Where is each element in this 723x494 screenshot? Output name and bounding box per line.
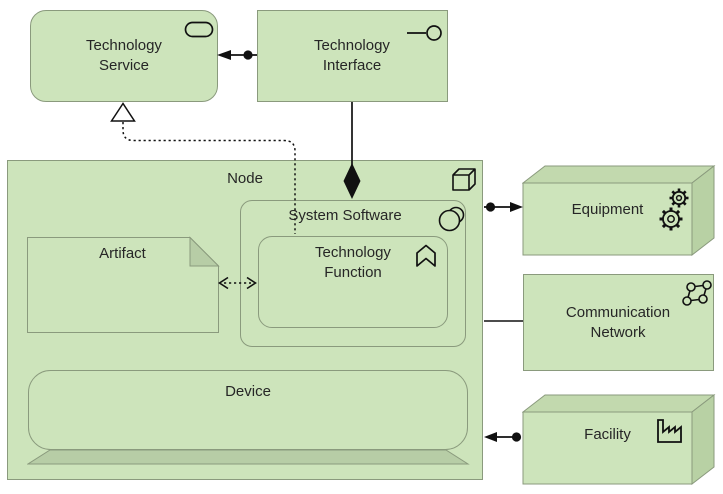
element-facility[interactable] — [522, 394, 716, 486]
element-equipment[interactable] — [522, 165, 716, 257]
assignment-interface-to-service — [217, 50, 257, 60]
assignment-facility-to-node — [484, 432, 522, 442]
element-communication-network[interactable] — [523, 274, 714, 371]
element-artifact[interactable] — [26, 236, 220, 334]
element-technology-interface[interactable] — [257, 10, 448, 102]
assignment-node-to-equipment — [484, 202, 523, 212]
element-technology-service[interactable] — [30, 10, 218, 102]
device-base-icon — [27, 449, 470, 465]
element-technology-function[interactable] — [258, 236, 448, 328]
artifact-dog-ear-icon — [189, 236, 220, 267]
element-device[interactable] — [27, 369, 470, 466]
